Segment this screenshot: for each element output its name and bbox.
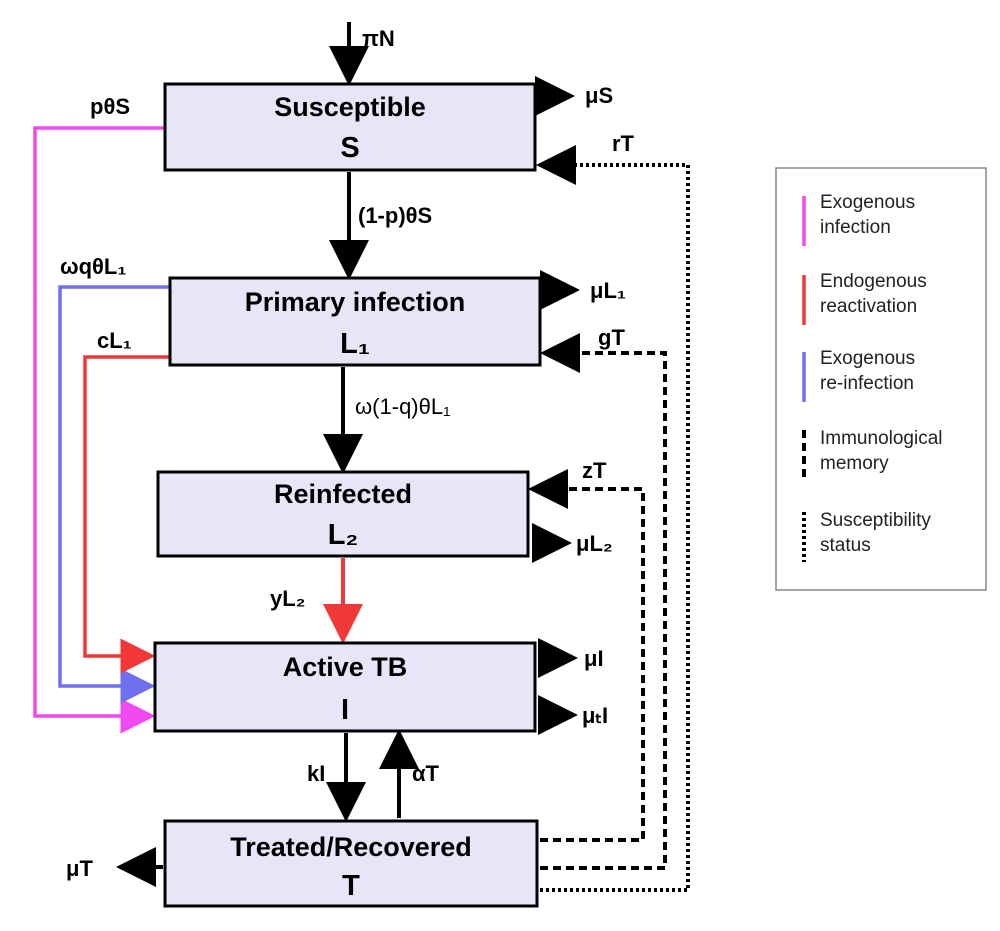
- box-primary-infection-title: Primary infection: [245, 287, 466, 317]
- legend-endogenous-reactivation-line2: reactivation: [820, 296, 917, 317]
- legend-exogenous-reinfection-line1: Exogenous: [820, 348, 915, 369]
- legend-exogenous-reinfection-line2: re-infection: [820, 373, 914, 394]
- legend-immunological-memory-line1: Immunological: [820, 428, 943, 449]
- box-active-tb: Active TB I: [153, 641, 537, 733]
- label-t-to-i: αT: [412, 761, 440, 786]
- label-t-to-s: rT: [612, 131, 635, 156]
- box-treated-recovered: Treated/Recovered T: [163, 819, 539, 908]
- memory-line-to-l2: [528, 469, 645, 842]
- legend-endogenous-reactivation-line1: Endogenous: [820, 271, 927, 292]
- legend-item-exogenous-reinfection: Exogenous re-infection: [802, 348, 915, 402]
- box-active-tb-symbol: I: [341, 694, 349, 726]
- label-l2-to-i: yL₂: [270, 586, 305, 611]
- label-death-ti: μₜI: [582, 703, 608, 728]
- label-death-l2: μL₂: [576, 531, 613, 556]
- legend-susceptibility-status-line2: status: [820, 535, 871, 556]
- legend-item-immunological-memory: Immunological memory: [802, 428, 943, 480]
- label-l1-to-i-endo: cL₁: [97, 328, 132, 353]
- label-death-i: μI: [584, 646, 604, 671]
- box-primary-infection: Primary infection L₁: [168, 276, 542, 367]
- label-death-s: μS: [585, 83, 613, 108]
- label-s-to-l1: (1-p)θS: [358, 203, 432, 228]
- box-susceptible: Susceptible S: [163, 82, 537, 172]
- legend-exogenous-infection-line2: infection: [820, 217, 891, 238]
- label-t-to-l1: gT: [598, 325, 625, 350]
- susceptibility-status-line: [536, 145, 690, 892]
- legend-immunological-memory-line2: memory: [820, 453, 889, 474]
- legend-exogenous-infection-line1: Exogenous: [820, 192, 915, 213]
- legend-susceptibility-status-line1: Susceptibility: [820, 510, 931, 531]
- memory-line-to-l1: [540, 333, 667, 870]
- legend: Exogenous infection Endogenous reactivat…: [775, 167, 987, 591]
- box-reinfected-symbol: L₂: [328, 519, 359, 551]
- label-death-l1: μL₁: [590, 278, 626, 303]
- box-susceptible-title: Susceptible: [274, 92, 426, 122]
- label-t-to-l2: zT: [582, 458, 607, 483]
- legend-item-exogenous-infection: Exogenous infection: [802, 192, 915, 246]
- label-i-to-t: kI: [307, 761, 325, 786]
- box-treated-recovered-title: Treated/Recovered: [230, 832, 472, 862]
- legend-item-endogenous-reactivation: Endogenous reactivation: [802, 271, 927, 325]
- exogenous-infection-line: [33, 126, 165, 734]
- label-death-t: μT: [66, 856, 93, 881]
- legend-item-susceptibility-status: Susceptibility status: [802, 510, 931, 562]
- box-treated-recovered-symbol: T: [342, 870, 360, 902]
- box-reinfected: Reinfected L₂: [156, 470, 530, 558]
- box-reinfected-title: Reinfected: [274, 479, 412, 509]
- label-s-to-i: pθS: [90, 94, 130, 119]
- label-l1-to-l2: ω(1-q)θL₁: [355, 394, 451, 419]
- box-primary-infection-symbol: L₁: [340, 328, 370, 360]
- endogenous-reactivation-line: [83, 355, 170, 674]
- label-recruitment: πN: [362, 26, 395, 51]
- label-l1-to-i-exo: ωqθL₁: [60, 254, 126, 279]
- box-susceptible-symbol: S: [340, 132, 359, 164]
- exogenous-reinfection-line: [58, 285, 170, 704]
- box-active-tb-title: Active TB: [283, 652, 408, 682]
